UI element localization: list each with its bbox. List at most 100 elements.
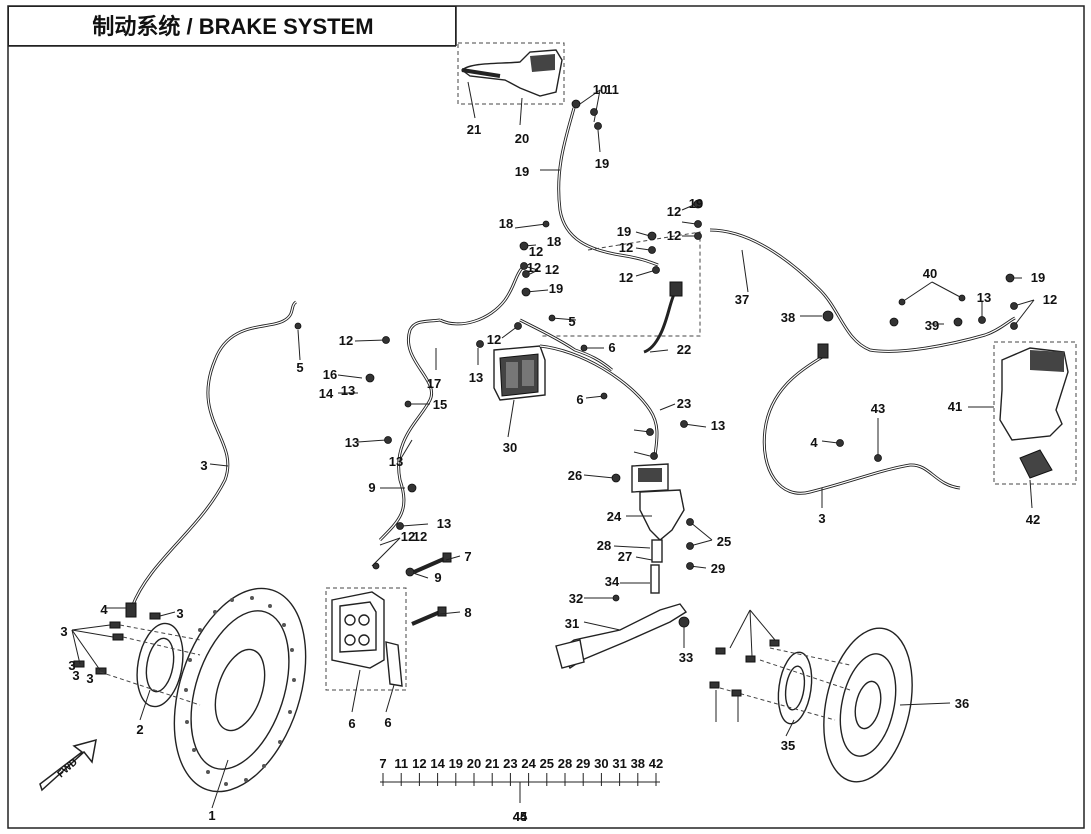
kit-item-21: 21 <box>485 756 499 771</box>
kit-item-19: 19 <box>449 756 463 771</box>
callout-12: 12 <box>619 240 633 255</box>
callout-9: 9 <box>434 570 441 585</box>
fwd-arrow <box>39 738 97 792</box>
kit-item-42: 42 <box>649 756 663 771</box>
callout-13: 13 <box>345 435 359 450</box>
kit-item-25: 25 <box>540 756 554 771</box>
callout-3: 3 <box>176 606 183 621</box>
callout-15: 15 <box>433 397 447 412</box>
kit-item-38: 38 <box>631 756 645 771</box>
callout-25: 25 <box>717 534 731 549</box>
callout-19: 19 <box>595 156 609 171</box>
rear-disc-carrier <box>777 651 813 725</box>
rear-caliper <box>999 347 1069 441</box>
callout-42: 42 <box>1026 512 1040 527</box>
rear-brake-pedal <box>555 603 688 670</box>
front-master-box <box>457 42 565 105</box>
callout-19: 19 <box>515 164 529 179</box>
callout-18: 18 <box>547 234 561 249</box>
callout-3: 3 <box>68 658 75 673</box>
callout-22: 22 <box>677 342 691 357</box>
callout-13: 13 <box>469 370 483 385</box>
title-box: 制动系统 / BRAKE SYSTEM <box>8 6 456 46</box>
callout-3: 3 <box>818 511 825 526</box>
rear-master-cylinder <box>631 463 685 563</box>
callout-45: 45 <box>0 0 7 3</box>
callout-19: 19 <box>689 196 703 211</box>
callout-12: 12 <box>339 333 353 348</box>
outer-border <box>7 5 1085 829</box>
callout-12: 12 <box>487 332 501 347</box>
kit-item-30: 30 <box>594 756 608 771</box>
callout-14: 14 <box>319 386 334 401</box>
callout-26: 26 <box>568 468 582 483</box>
callout-12: 12 <box>529 244 543 259</box>
callout-12: 12 <box>667 204 681 219</box>
callout-23: 23 <box>677 396 691 411</box>
front-disc-carrier <box>136 622 184 708</box>
callout-10: 10 <box>593 82 607 97</box>
callout-13: 13 <box>711 418 725 433</box>
callout-41: 41 <box>948 399 962 414</box>
kit-item-7: 7 <box>379 756 386 771</box>
callout-32: 32 <box>569 591 583 606</box>
callout-13: 13 <box>389 454 403 469</box>
callout-19: 19 <box>549 281 563 296</box>
callout-12: 12 <box>413 529 427 544</box>
kit-item-23: 23 <box>503 756 517 771</box>
callout-5: 5 <box>296 360 303 375</box>
callout-4: 4 <box>810 435 818 450</box>
callout-8: 8 <box>464 605 471 620</box>
callout-35: 35 <box>781 738 795 753</box>
callout-19: 19 <box>617 224 631 239</box>
callout-36: 36 <box>955 696 969 711</box>
rear-brake-disc <box>823 627 913 783</box>
callout-12: 12 <box>401 529 415 544</box>
callout-27: 27 <box>618 549 632 564</box>
callout-3: 3 <box>200 458 207 473</box>
abs-module <box>493 345 546 401</box>
callout-43: 43 <box>871 401 885 416</box>
kit-item-29: 29 <box>576 756 590 771</box>
callout-3: 3 <box>72 668 79 683</box>
callout-24: 24 <box>607 509 622 524</box>
callout-6: 6 <box>576 392 583 407</box>
callout-44: 44 <box>513 809 528 824</box>
callout-6: 6 <box>608 340 615 355</box>
kit-item-24: 24 <box>521 756 536 771</box>
callout-12: 12 <box>545 262 559 277</box>
callout-2: 2 <box>136 722 143 737</box>
callout-40: 40 <box>923 266 937 281</box>
callout-4: 4 <box>100 602 108 617</box>
front-caliper <box>331 591 385 669</box>
callout-21: 21 <box>467 122 481 137</box>
callout-31: 31 <box>565 616 579 631</box>
callout-3: 3 <box>86 671 93 686</box>
page-title: 制动系统 / BRAKE SYSTEM <box>92 14 374 39</box>
caliper-bolts <box>411 552 452 626</box>
callout-28: 28 <box>597 538 611 553</box>
callout-12: 12 <box>667 228 681 243</box>
callout-29: 29 <box>711 561 725 576</box>
callout-11: 11 <box>605 82 619 97</box>
callout-7: 7 <box>464 549 471 564</box>
kit-item-31: 31 <box>612 756 626 771</box>
front-brake-pads <box>385 641 403 687</box>
callout-38: 38 <box>781 310 795 325</box>
front-brake-disc <box>173 587 307 793</box>
callout-5: 5 <box>568 314 575 329</box>
kit-item-11: 11 <box>394 756 408 771</box>
front-master-cylinder <box>460 49 563 97</box>
callout-17: 17 <box>427 376 441 391</box>
callout-3: 3 <box>60 624 67 639</box>
callout-1: 1 <box>208 808 215 823</box>
kit-bracket <box>380 773 660 803</box>
callout-33: 33 <box>679 650 693 665</box>
callout-13: 13 <box>977 290 991 305</box>
fwd-label: FWD <box>56 757 80 780</box>
callout-6: 6 <box>384 715 391 730</box>
callout-20: 20 <box>515 131 529 146</box>
callout-6: 6 <box>348 716 355 731</box>
rear-brake-pads <box>1019 449 1053 479</box>
